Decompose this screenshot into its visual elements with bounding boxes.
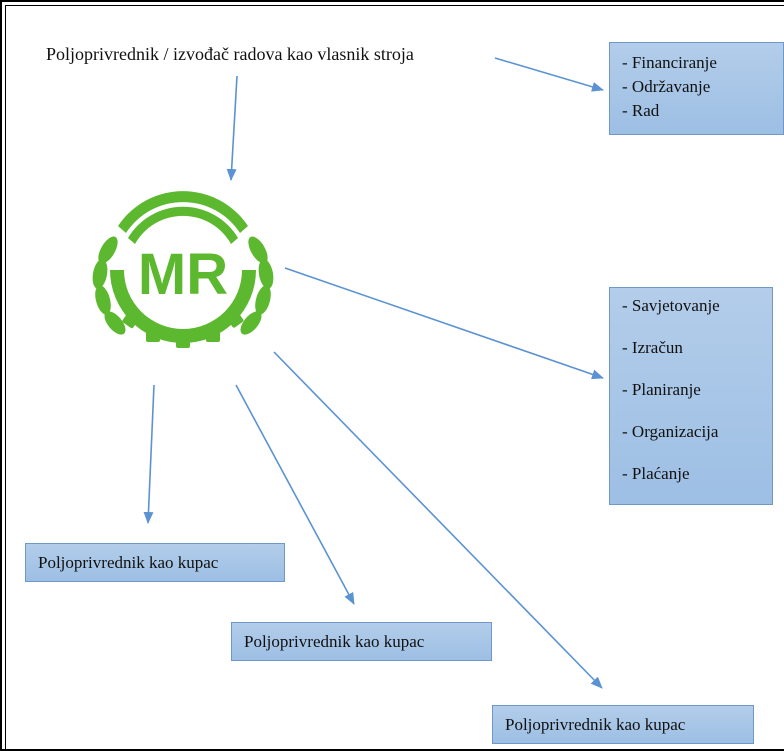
owner-tasks-box: - Financiranje - Održavanje - Rad	[609, 42, 784, 135]
buyer-box-3: Poljoprivrednik kao kupac	[492, 705, 754, 744]
service-planning: - Planiranje	[622, 380, 701, 399]
arrow-owner-to-tasks	[494, 57, 604, 92]
service-organization: - Organizacija	[622, 422, 719, 441]
service-calculation: - Izračun	[622, 338, 683, 357]
arrow-logo-to-buyer-1	[143, 384, 155, 524]
owner-label: Poljoprivrednik / izvođač radova kao vla…	[46, 44, 414, 64]
task-maintenance: - Održavanje	[622, 77, 711, 96]
task-operation: - Rad	[622, 101, 660, 120]
machinery-ring-logo-icon: MR	[92, 191, 274, 348]
arrow-owner-to-logo	[226, 75, 238, 181]
services-box: - Savjetovanje - Izračun - Planiranje - …	[609, 287, 773, 505]
arrow-logo-to-buyer-2	[235, 384, 355, 605]
buyer-box-2: Poljoprivrednik kao kupac	[231, 622, 492, 661]
arrow-logo-to-services	[284, 267, 604, 380]
logo-text: MR	[138, 242, 228, 307]
task-financing: - Financiranje	[622, 53, 717, 72]
inner-frame	[5, 5, 784, 751]
service-payment: - Plaćanje	[622, 464, 690, 483]
buyer-box-1: Poljoprivrednik kao kupac	[25, 543, 285, 582]
service-consulting: - Savjetovanje	[622, 296, 720, 315]
arrow-logo-to-buyer-3	[273, 351, 603, 689]
